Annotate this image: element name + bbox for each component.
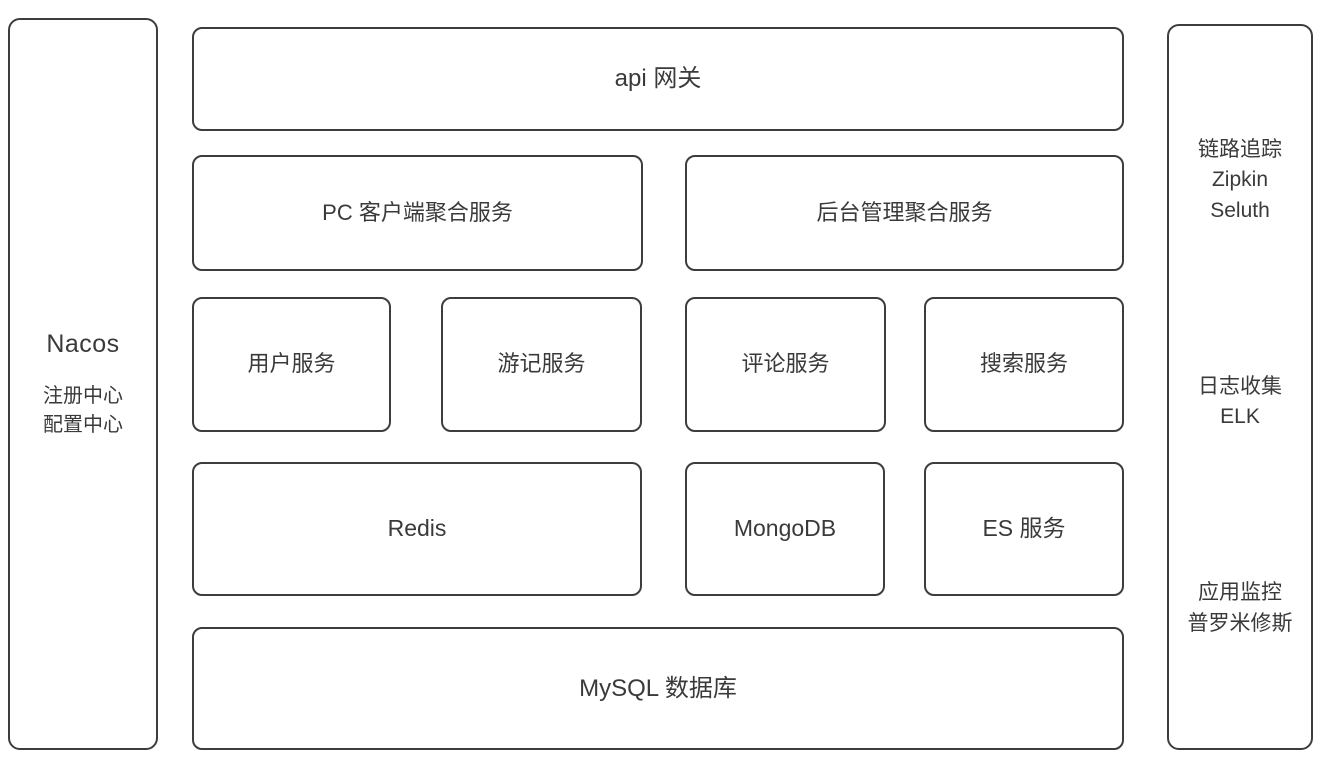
tracing-group-label: 链路追踪 Zipkin Seluth	[1198, 137, 1282, 222]
observability-panel[interactable]: 链路追踪 Zipkin Seluth 日志收集 ELK 应用监控 普罗米修斯	[1167, 24, 1313, 750]
api-gateway-label: api 网关	[614, 65, 702, 93]
registry-panel-subtitle: 注册中心 配置中心	[43, 385, 123, 437]
pc-client-aggregation-service-box[interactable]: PC 客户端聚合服务	[192, 155, 643, 271]
es-service-label: ES 服务	[982, 515, 1066, 542]
logging-group-label: 日志收集 ELK	[1198, 374, 1282, 429]
redis-label: Redis	[387, 515, 447, 542]
api-gateway-box[interactable]: api 网关	[192, 27, 1124, 131]
search-service-box[interactable]: 搜索服务	[924, 297, 1124, 432]
travel-note-service-box[interactable]: 游记服务	[441, 297, 642, 432]
mongodb-label: MongoDB	[733, 515, 837, 542]
pc-client-aggregation-service-label: PC 客户端聚合服务	[322, 199, 513, 225]
user-service-box[interactable]: 用户服务	[192, 297, 391, 432]
user-service-label: 用户服务	[247, 351, 336, 377]
es-service-box[interactable]: ES 服务	[924, 462, 1124, 596]
registry-config-panel[interactable]: Nacos 注册中心 配置中心	[8, 18, 158, 750]
redis-box[interactable]: Redis	[192, 462, 642, 596]
comment-service-box[interactable]: 评论服务	[685, 297, 886, 432]
monitoring-group-label: 应用监控 普罗米修斯	[1187, 581, 1293, 635]
mongodb-box[interactable]: MongoDB	[685, 462, 885, 596]
comment-service-label: 评论服务	[741, 351, 830, 377]
travel-note-service-label: 游记服务	[497, 351, 586, 377]
mysql-database-label: MySQL 数据库	[579, 674, 737, 702]
admin-aggregation-service-label: 后台管理聚合服务	[816, 199, 993, 225]
search-service-label: 搜索服务	[979, 351, 1068, 377]
mysql-database-box[interactable]: MySQL 数据库	[192, 627, 1124, 750]
admin-aggregation-service-box[interactable]: 后台管理聚合服务	[685, 155, 1124, 271]
registry-panel-title: Nacos	[46, 329, 120, 358]
